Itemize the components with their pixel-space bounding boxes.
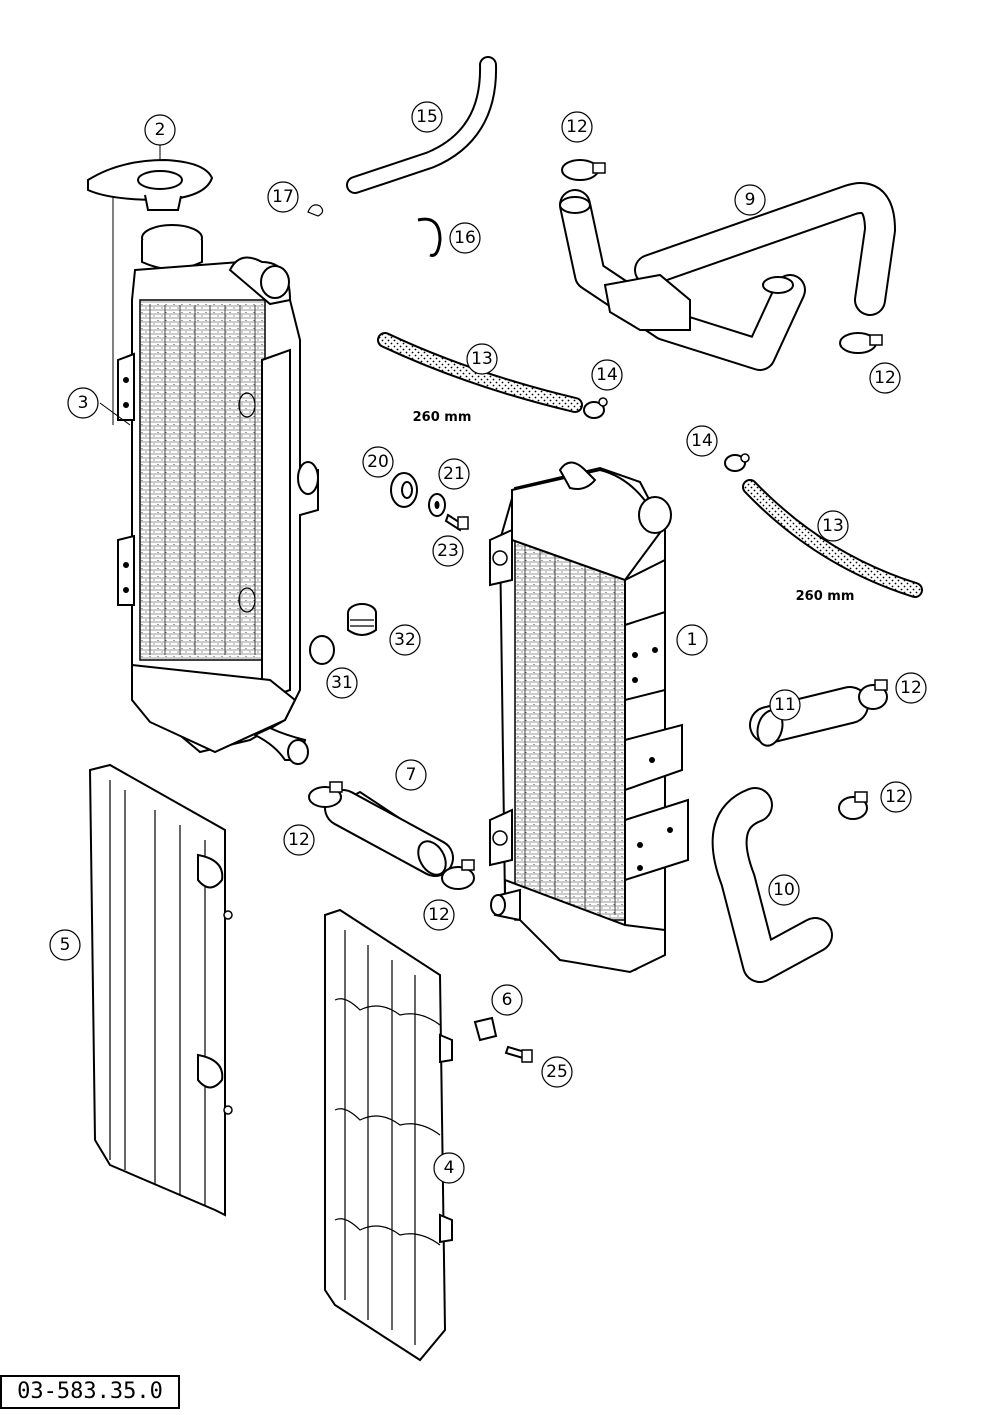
clip-14-upper (583, 397, 608, 419)
svg-text:12: 12 (428, 905, 450, 925)
callout-32: 32 (389, 624, 421, 656)
hose-clamp (441, 859, 475, 890)
svg-text:6: 6 (502, 990, 513, 1010)
hose-13-lower (742, 479, 923, 598)
svg-text:25: 25 (546, 1062, 568, 1082)
radiator-right (489, 461, 689, 974)
clip-17 (307, 204, 324, 217)
svg-text:5: 5 (60, 935, 71, 955)
radiator-left (87, 158, 319, 765)
svg-text:32: 32 (394, 630, 416, 650)
svg-text:12: 12 (885, 787, 907, 807)
svg-text:17: 17 (272, 187, 294, 207)
hose-clamp (838, 791, 868, 820)
svg-text:23: 23 (437, 541, 459, 561)
callout-9: 9 (734, 184, 766, 216)
svg-text:13: 13 (822, 516, 844, 536)
callout-12: 12 (283, 824, 315, 856)
callout-10: 10 (768, 874, 800, 906)
callout-4: 4 (433, 1152, 465, 1184)
svg-text:10: 10 (773, 880, 795, 900)
clip-nut-6 (473, 1016, 498, 1042)
svg-text:2: 2 (155, 120, 166, 140)
callout-12: 12 (880, 781, 912, 813)
callout-15: 15 (411, 101, 443, 133)
svg-text:20: 20 (367, 452, 389, 472)
hose-clamp (308, 781, 343, 808)
svg-text:1: 1 (687, 630, 698, 650)
callout-13: 13 (466, 343, 498, 375)
callout-12: 12 (895, 672, 927, 704)
hose-10 (711, 787, 833, 983)
dimension-label-lower: 260 mm (796, 589, 855, 604)
svg-text:11: 11 (774, 695, 796, 715)
callout-14: 14 (686, 425, 718, 457)
svg-text:14: 14 (596, 365, 618, 385)
hose-clamp (561, 159, 606, 181)
callout-7: 7 (395, 759, 427, 791)
washer-21 (428, 493, 446, 517)
screw-23 (444, 513, 469, 532)
svg-text:12: 12 (874, 368, 896, 388)
callout-25: 25 (541, 1056, 573, 1088)
svg-text:7: 7 (406, 765, 417, 785)
svg-text:16: 16 (454, 228, 476, 248)
radiator-shroud-right (324, 908, 453, 1362)
o-ring-31 (309, 635, 335, 665)
callout-17: 17 (267, 181, 299, 213)
callout-13: 13 (817, 510, 849, 542)
svg-text:12: 12 (900, 678, 922, 698)
radiator-cap (87, 158, 214, 211)
core-fins (139, 299, 266, 661)
callout-12: 12 (869, 362, 901, 394)
clip-16 (417, 217, 442, 257)
hose-7 (324, 789, 454, 877)
clip-14-lower (724, 453, 750, 472)
plug-32 (347, 603, 377, 636)
callout-12: 12 (423, 899, 455, 931)
svg-text:21: 21 (443, 464, 465, 484)
hose-13-upper (377, 332, 583, 413)
svg-text:15: 15 (416, 107, 438, 127)
svg-text:14: 14 (691, 431, 713, 451)
callout-21: 21 (438, 458, 470, 490)
svg-text:13: 13 (471, 349, 493, 369)
callout-20: 20 (362, 446, 394, 478)
hose-clamp (839, 332, 883, 354)
callout-2: 2 (144, 114, 176, 146)
callout-14: 14 (591, 359, 623, 391)
svg-text:9: 9 (745, 190, 756, 210)
svg-text:12: 12 (566, 117, 588, 137)
callout-11: 11 (769, 689, 801, 721)
hose-11 (749, 686, 869, 747)
hose-clamp (858, 679, 888, 710)
svg-text:31: 31 (331, 673, 353, 693)
callout-3: 3 (67, 387, 99, 419)
svg-text:12: 12 (288, 830, 310, 850)
screw-25 (504, 1045, 533, 1063)
callout-6: 6 (491, 984, 523, 1016)
radiator-shroud-left (88, 763, 233, 1217)
callout-16: 16 (449, 222, 481, 254)
hose-9 (559, 182, 896, 371)
drawing-number: 03-583.35.0 (0, 1375, 180, 1409)
callout-23: 23 (432, 535, 464, 567)
callout-12: 12 (561, 111, 593, 143)
callout-5: 5 (49, 929, 81, 961)
dimension-label-upper: 260 mm (413, 410, 472, 425)
grommet-20 (390, 472, 418, 508)
callout-1: 1 (676, 624, 708, 656)
callout-31: 31 (326, 667, 358, 699)
svg-text:3: 3 (78, 393, 89, 413)
svg-text:4: 4 (444, 1158, 455, 1178)
